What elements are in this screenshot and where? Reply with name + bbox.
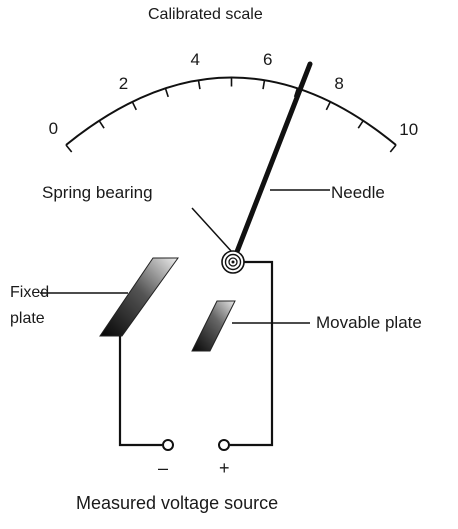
scale-tick <box>164 88 169 98</box>
plus-terminal <box>218 439 230 451</box>
scale-tick <box>197 80 201 90</box>
needle-label: Needle <box>331 183 385 202</box>
wire-movable <box>230 260 274 447</box>
fixed-plate-label: Fixed plate <box>10 284 50 327</box>
spring-bearing-leader <box>191 207 233 253</box>
scale-tick <box>131 101 137 111</box>
scale-tick <box>293 88 299 98</box>
scale-ticks <box>65 77 397 153</box>
movable-plate-label: Movable plate <box>316 313 422 332</box>
plus-terminal-label: + <box>219 458 230 478</box>
scale-tick-label: 6 <box>262 50 273 70</box>
minus-terminal <box>162 439 174 451</box>
scale-arc <box>65 76 397 146</box>
spring-bearing-coil <box>221 250 245 274</box>
needle <box>230 61 313 265</box>
fixed-plate <box>99 257 179 337</box>
wire-fixed <box>118 336 162 447</box>
scale-tick <box>357 120 364 129</box>
scale-tick <box>325 101 332 111</box>
minus-terminal-label: – <box>158 458 169 478</box>
scale-tick <box>65 144 73 153</box>
scale-tick-label: 8 <box>334 74 344 94</box>
voltage-source-label: Measured voltage source <box>76 493 279 513</box>
scale-tick-label: 0 <box>48 119 59 139</box>
scale-tick-label: 10 <box>399 119 419 139</box>
scale-tick <box>262 80 266 90</box>
scale-tick-label: 2 <box>118 74 129 94</box>
scale-tick <box>98 120 105 129</box>
spring-bearing-label: Spring bearing <box>42 183 153 202</box>
movable-plate <box>191 300 236 352</box>
scale-tick <box>389 144 397 153</box>
scale-title: Calibrated scale <box>148 6 263 23</box>
scale-tick-label: 4 <box>190 50 200 70</box>
